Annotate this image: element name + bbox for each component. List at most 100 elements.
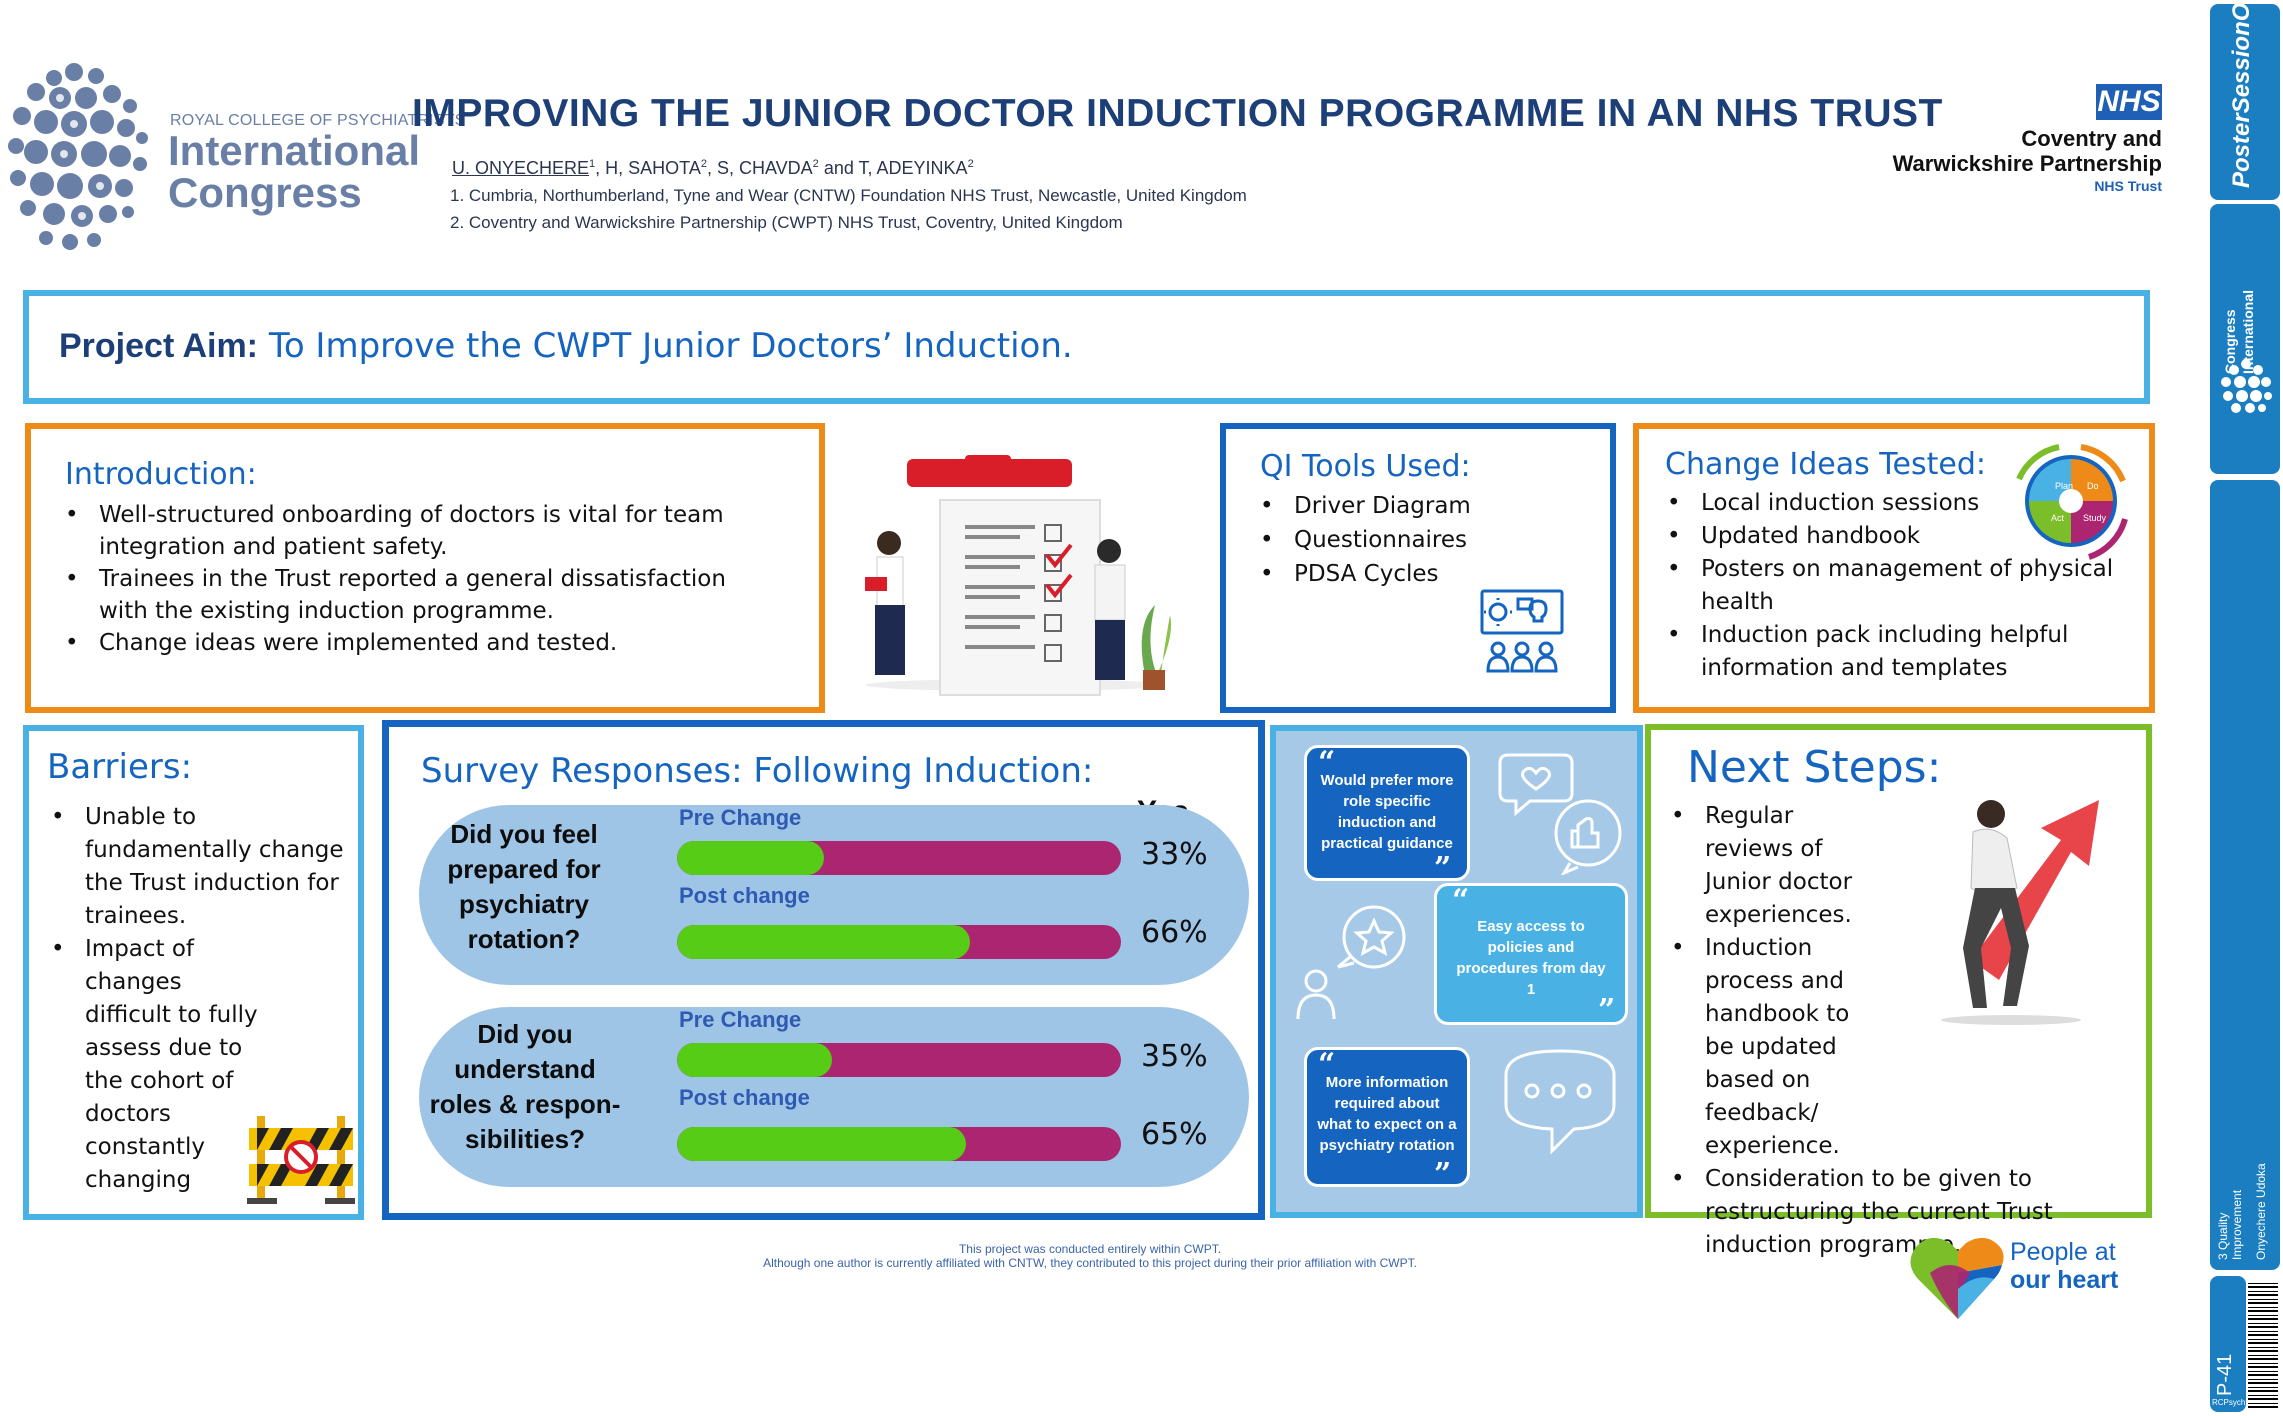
authors: U. ONYECHERE1, H, SAHOTA2, S, CHAVDA2 an… xyxy=(452,158,974,179)
introduction-box: Introduction: Well-structured onboarding… xyxy=(25,423,825,713)
project-aim-label: Project Aim: xyxy=(59,327,259,365)
growth-arrow-illustration xyxy=(1941,800,2099,1025)
heart-chat-icon xyxy=(1498,753,1622,875)
people-heart-logo xyxy=(1910,1237,2004,1319)
next-steps-box: Next Steps: Regular reviews of Junior do… xyxy=(1645,724,2152,1258)
list-item: Well-structured onboarding of doctors is… xyxy=(59,499,779,563)
congress-logo-icon xyxy=(8,63,148,250)
open-quote-icon: “ xyxy=(1318,745,1336,780)
post-change-label: Post change xyxy=(679,1085,810,1110)
sidebar-poster-session-label: PosterSessionOnline xyxy=(2228,0,2255,188)
list-item: PDSA Cycles xyxy=(1254,557,1594,591)
introduction-list: Well-structured onboarding of doctors is… xyxy=(59,499,779,659)
post-change-label: Post change xyxy=(679,883,810,908)
list-item: Questionnaires xyxy=(1254,523,1594,557)
road-barrier-icon xyxy=(247,1116,355,1204)
q2-pre-pct: 35% xyxy=(1141,1039,1208,1074)
nhs-org-line2: Warwickshire Partnership xyxy=(1892,151,2162,176)
our-heart-text: our heart xyxy=(2010,1266,2119,1294)
barriers-heading: Barriers: xyxy=(47,747,193,787)
sidebar-congress[interactable]: International Congress xyxy=(2210,204,2280,474)
q1-post-bar-fill xyxy=(677,925,971,959)
q1-post-bar xyxy=(677,925,1121,959)
quotes-box: Would prefer more role specific inductio… xyxy=(1270,725,1643,1218)
project-aim: Project Aim: To Improve the CWPT Junior … xyxy=(59,326,1073,366)
change-ideas-list: Local induction sessions Updated handboo… xyxy=(1661,487,2121,685)
question-1-text: Did you feel prepared for psychiatry rot… xyxy=(447,819,601,954)
pre-change-label: Pre Change xyxy=(679,805,802,830)
list-item: Change ideas were implemented and tested… xyxy=(59,627,779,659)
list-item: Driver Diagram xyxy=(1254,489,1594,523)
author-1-sup: 1 xyxy=(589,158,596,170)
nhs-org-line1: Coventry and xyxy=(2021,126,2162,151)
sidebar-category-label: 3 Quality Improvement xyxy=(2216,1189,2244,1260)
author-2-sup: 2 xyxy=(700,158,707,170)
change-ideas-box: Change Ideas Tested: Local induction ses… xyxy=(1633,423,2155,713)
open-quote-icon: “ xyxy=(1452,883,1470,918)
author-2: , H, SAHOTA xyxy=(595,158,701,178)
qi-tools-box: QI Tools Used: Driver Diagram Questionna… xyxy=(1220,423,1616,713)
qi-tools-heading: QI Tools Used: xyxy=(1260,449,1471,484)
pre-change-label: Pre Change xyxy=(679,1007,802,1032)
event-code: RCPsych2025 xyxy=(2212,1398,2264,1407)
quote-bubble-2: Easy access to policies and procedures f… xyxy=(1434,883,1628,1025)
speech-bubble-icon xyxy=(1504,1049,1616,1155)
star-chat-icon xyxy=(1296,905,1406,1020)
barriers-list: Unable to fundamentally change the Trust… xyxy=(45,801,345,1197)
clipboard-illustration xyxy=(865,455,1172,696)
list-item: Local induction sessions xyxy=(1661,487,2121,520)
author-3: , S, CHAVDA xyxy=(706,158,813,178)
list-item: Unable to fundamentally change the Trust… xyxy=(45,801,345,933)
logo-line2: Congress xyxy=(168,169,362,216)
logo-small-text: ROYAL COLLEGE OF PSYCHIATRISTS xyxy=(170,112,466,129)
survey-heading: Survey Responses: Following Induction: xyxy=(421,751,1094,791)
survey-box: Survey Responses: Following Induction: Y… xyxy=(382,720,1265,1220)
q2-pre-bar xyxy=(677,1043,1121,1077)
barriers-box: Barriers: Unable to fundamentally change… xyxy=(23,725,364,1220)
list-item: Posters on management of physical health xyxy=(1661,553,2121,619)
pdsa-do: Do xyxy=(2087,481,2099,491)
next-steps-heading: Next Steps: xyxy=(1687,742,1942,793)
footer-note-2: Although one author is currently affilia… xyxy=(763,1256,1417,1270)
list-item: Regular reviews of Junior doctor experie… xyxy=(1665,800,2125,932)
nhs-org-line3: NHS Trust xyxy=(2094,178,2162,194)
author-4-sup: 2 xyxy=(967,158,974,170)
quote-bubble-1: Would prefer more role specific inductio… xyxy=(1304,745,1470,881)
people-at-text: People at xyxy=(2010,1238,2116,1266)
project-aim-box: Project Aim: To Improve the CWPT Junior … xyxy=(23,290,2150,404)
pdsa-act: Act xyxy=(2051,513,2065,523)
author-4: and T, ADEYINKA xyxy=(823,158,968,178)
q1-pre-bar xyxy=(677,841,1121,875)
page-title: IMPROVING THE JUNIOR DOCTOR INDUCTION PR… xyxy=(412,92,1943,135)
affiliation-2: 2. Coventry and Warwickshire Partnership… xyxy=(450,213,1123,232)
q1-pre-bar-fill xyxy=(677,841,824,875)
q2-post-bar-fill xyxy=(677,1127,966,1161)
pdsa-study: Study xyxy=(2083,513,2107,523)
pdsa-cycle-icon: Plan Do Act Study xyxy=(2016,444,2128,560)
question-2-text: Did you understand roles & respon-sibili… xyxy=(429,1019,621,1154)
author-3-sup: 2 xyxy=(812,158,819,170)
affiliation-1: 1. Cumbria, Northumberland, Tyne and Wea… xyxy=(450,186,1247,205)
barcode xyxy=(2248,1282,2278,1408)
footer-note-1: This project was conducted entirely with… xyxy=(958,1242,1222,1256)
list-item: Trainees in the Trust reported a general… xyxy=(59,563,779,627)
poster-code: P-41 xyxy=(2214,1353,2236,1396)
list-item: Induction pack including helpful informa… xyxy=(1661,619,2121,685)
q2-post-bar xyxy=(677,1127,1121,1161)
change-ideas-heading: Change Ideas Tested: xyxy=(1665,447,1986,482)
next-steps-list: Regular reviews of Junior doctor experie… xyxy=(1665,800,2125,1262)
sidebar-category: 3 Quality Improvement Onyechere Udoka xyxy=(2210,480,2280,1270)
nhs-logo: NHS xyxy=(2096,84,2162,120)
q1-post-pct: 66% xyxy=(1141,915,1208,950)
sidebar-author-label: Onyechere Udoka xyxy=(2254,1163,2268,1260)
introduction-heading: Introduction: xyxy=(65,457,257,492)
congress-dots-icon xyxy=(2221,359,2272,413)
quote-bubble-3: More information required about what to … xyxy=(1304,1047,1470,1187)
close-quote-icon: ” xyxy=(1434,851,1452,886)
project-aim-text: To Improve the CWPT Junior Doctors’ Indu… xyxy=(268,326,1073,366)
open-quote-icon: “ xyxy=(1318,1047,1336,1082)
qi-tools-list: Driver Diagram Questionnaires PDSA Cycle… xyxy=(1254,489,1594,591)
team-meeting-icon xyxy=(1480,589,1564,673)
close-quote-icon: ” xyxy=(1598,993,1616,1028)
sidebar-poster-session[interactable]: PosterSessionOnline xyxy=(2210,0,2280,200)
